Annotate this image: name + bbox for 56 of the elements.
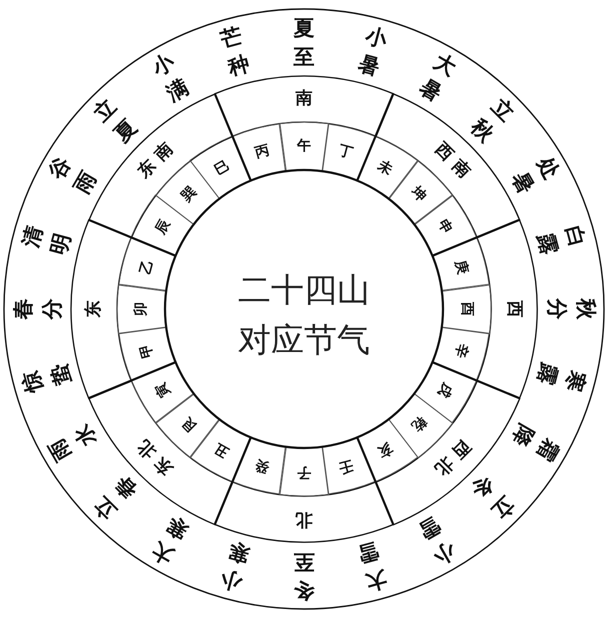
mountain-label: 子 [296,464,311,479]
mountain-label: 艮 [178,414,199,434]
solar-term-label: 夏至 [294,14,314,70]
mountain-label: 巽 [178,184,199,204]
solar-term-label: 小满 [146,48,194,108]
mountain-label: 戌 [436,380,455,400]
solar-term-label: 谷雨 [42,152,102,199]
mountain-cell [278,446,330,497]
mountain-label: 未 [376,158,396,178]
mountain-label: 辰 [153,218,172,238]
mountain-label: 亥 [376,440,396,460]
direction-label: 北 [288,510,314,528]
mountain-label: 乾 [409,414,430,434]
solar-term-label: 芒种 [217,20,252,82]
mountain-label: 乙 [138,258,156,276]
mountain-label: 辛 [452,342,470,360]
mountain-label: 坤 [409,184,430,204]
solar-term-label: 霜降 [506,419,566,466]
mountain-label: 寅 [153,380,172,400]
center-title: 二十四山对应节气 [237,269,371,361]
outer-circle [3,8,605,610]
mountain-label: 庚 [452,258,470,276]
solar-term-label: 小寒 [217,538,252,598]
direction-label: 东 [86,293,102,320]
mountain-label: 癸 [253,458,270,475]
mountain-label: 丁 [338,142,355,160]
mountain-label: 甲 [138,342,156,360]
mountain-cell [116,284,168,334]
solar-term-label: 小暑 [356,20,391,82]
solar-term-label: 雨水 [42,419,102,466]
mountain-label: 申 [436,218,455,238]
solar-term-label: 秋分 [544,298,600,320]
solar-term-label: 惊蛰 [16,360,76,396]
solar-term-label: 大暑 [414,48,462,108]
solar-term-label: 大寒 [146,511,194,572]
mountain-label: 午 [296,139,311,153]
direction-label: 西 [505,299,522,324]
direction-sector [214,75,394,138]
direction-label: 南 [294,90,320,108]
solar-term-label: 处暑 [506,152,566,199]
solar-term-label: 春分 [8,298,64,320]
mountain-label: 酉 [460,302,474,316]
solar-term-label: 大雪 [356,538,391,598]
mountain-label: 卯 [134,302,148,316]
solar-term-label: 冬至 [294,548,314,606]
mountain-label: 壬 [338,458,355,475]
solar-term-label: 小雪 [414,511,462,572]
solar-term-label: 寒露 [532,360,592,396]
mountain-cell [440,284,492,334]
mountain-label: 丙 [253,142,270,160]
solar-term-label: 白露 [532,222,592,258]
mountain-label: 丑 [212,440,232,460]
direction-sector [214,480,394,543]
mountain-label: 巳 [212,158,232,178]
solar-term-label: 清明 [16,222,76,258]
mountain-cell [278,121,330,172]
